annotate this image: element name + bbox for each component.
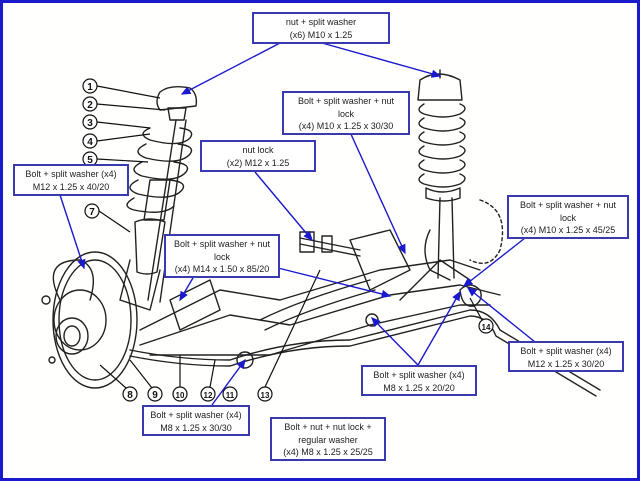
leader-top-mount-right: [321, 42, 442, 78]
callout-strut-knuckle-left: Bolt + split washer (x4) M12 x 1.25 x 40…: [13, 164, 129, 196]
part-number: 10: [176, 391, 185, 400]
callout-line: Bolt + nut + nut lock +: [284, 422, 372, 432]
callout-sway-bar-bracket: Bolt + nut + nut lock + regular washer (…: [270, 417, 386, 461]
leader-sway-bar-clamp: [211, 358, 246, 406]
callout-line: lock: [213, 251, 230, 262]
leader-control-arm-right: [462, 237, 526, 287]
part-number-markers: [82, 78, 494, 402]
part-number: 14: [482, 323, 491, 332]
callout-control-arm-right: Bolt + split washer + nut lock (x4) M10 …: [507, 195, 629, 239]
callout-line: M12 x 1.25 x 40/20: [32, 181, 110, 192]
part-number: 13: [261, 391, 270, 400]
callout-line: (x4) M10 x 1.25 x 45/25: [520, 225, 616, 235]
callout-line: regular washer: [298, 434, 358, 445]
callout-line: (x4) M10 x 1.25 x 30/30: [298, 121, 394, 131]
callout-line: nut lock: [242, 145, 274, 155]
callout-line: Bolt + split washer + nut: [519, 200, 617, 210]
part-10: [172, 355, 188, 402]
part-2: [82, 96, 166, 112]
callout-crossmember-upper: Bolt + split washer + nut lock (x4) M10 …: [282, 91, 410, 135]
part-4: [82, 133, 151, 149]
callout-line: M8 x 1.25 x 20/20: [383, 382, 455, 393]
leader-nut-lock: [254, 171, 313, 242]
callout-line: lock: [559, 212, 576, 223]
part-11: [222, 386, 238, 402]
leader-control-arm-pivot: [277, 267, 392, 299]
leader-strut-knuckle-left: [59, 194, 86, 270]
callout-line: M12 x 1.25 x 30/20: [527, 358, 605, 369]
callout-line: Bolt + split washer + nut: [297, 96, 395, 106]
leader-arrows: [59, 42, 536, 406]
leader-balljoint-right: [466, 287, 536, 343]
callout-line: Bolt + split washer (x4): [150, 410, 242, 420]
leader-subframe-mount-2: [417, 290, 461, 366]
part-1: [82, 78, 161, 99]
leader-crossmember-upper: [349, 131, 406, 255]
part-number: 4: [87, 137, 93, 148]
callout-sway-bar-clamp: Bolt + split washer (x4) M8 x 1.25 x 30/…: [142, 405, 250, 436]
callout-line: Bolt + split washer (x4): [520, 346, 612, 356]
callout-line: nut + split washer: [285, 17, 357, 27]
part-number-labels: 1 2 3 4 5 7 8 9 10 12 11 13 14: [87, 82, 491, 401]
callout-nut-lock: nut lock (x2) M12 x 1.25: [200, 140, 316, 172]
part-number: 12: [204, 391, 213, 400]
right-strut-assembly: [417, 69, 504, 281]
part-8: [99, 364, 138, 402]
callout-line: lock: [337, 108, 354, 119]
part-number: 7: [89, 207, 95, 218]
part-number: 2: [87, 100, 93, 111]
callout-line: (x4) M14 x 1.50 x 85/20: [174, 264, 270, 274]
part-number: 9: [152, 390, 158, 401]
part-number: 8: [127, 390, 133, 401]
part-number: 1: [87, 82, 93, 93]
part-7: [84, 203, 131, 233]
part-number: 11: [226, 391, 235, 400]
part-12: [200, 359, 216, 402]
callout-line: (x4) M8 x 1.25 x 25/25: [283, 447, 373, 457]
callout-line: M8 x 1.25 x 30/30: [160, 422, 232, 433]
subframe: [139, 229, 501, 356]
callout-balljoint-right: Bolt + split washer (x4) M12 x 1.25 x 30…: [508, 341, 624, 372]
callout-line: Bolt + split washer (x4): [25, 169, 117, 179]
callout-top-mount: nut + split washer (x6) M10 x 1.25: [252, 12, 390, 44]
leader-top-mount-left: [180, 42, 281, 95]
left-strut-assembly: [119, 85, 198, 311]
callout-line: Bolt + split washer + nut: [173, 239, 271, 249]
part-number: 5: [87, 155, 93, 166]
part-13: [257, 269, 321, 402]
part-14: [469, 297, 494, 334]
part-number: 3: [87, 118, 93, 129]
callout-line: (x6) M10 x 1.25: [289, 29, 353, 40]
callout-subframe-mount: Bolt + split washer (x4) M8 x 1.25 x 20/…: [361, 365, 477, 396]
callout-line: (x2) M12 x 1.25: [226, 157, 290, 168]
left-hub-brake: [41, 251, 138, 389]
leader-subframe-mount: [371, 316, 419, 366]
part-3: [82, 114, 151, 130]
part-9: [129, 359, 163, 402]
callout-line: Bolt + split washer (x4): [373, 370, 465, 380]
callout-control-arm-pivot: Bolt + split washer + nut lock (x4) M14 …: [164, 234, 280, 278]
